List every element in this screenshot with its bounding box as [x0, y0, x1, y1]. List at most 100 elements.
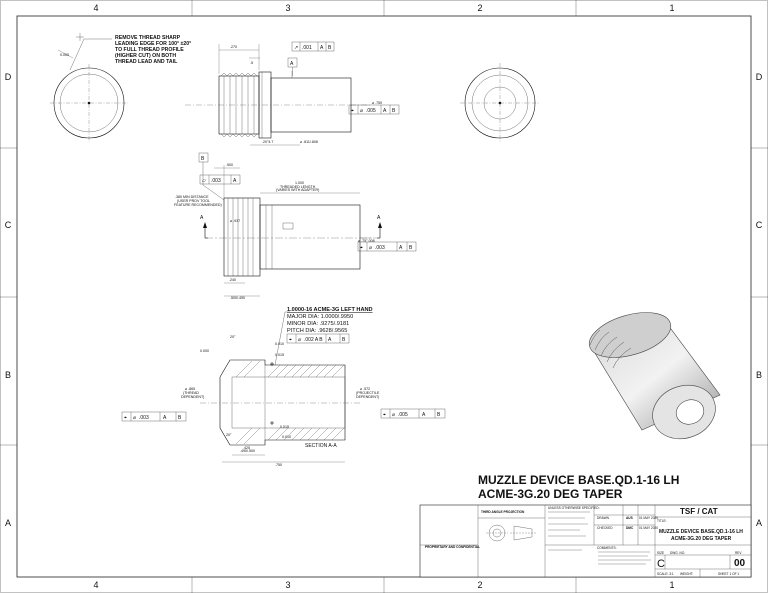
- flatness-datum: A: [233, 178, 237, 184]
- position-frame-top: ⌖ ⌀: [348, 104, 400, 115]
- runout-tolerance: .001: [302, 45, 312, 51]
- position-top-datum-a: A: [383, 108, 387, 114]
- title-block-projection: THIRD ANGLE PROJECTION: [481, 510, 525, 514]
- svg-text:▱: ▱: [202, 178, 206, 184]
- thread-note-line-2: LEADING EDGE FOR 100° ±20°: [115, 41, 191, 47]
- zone-label-right-a: A: [756, 518, 762, 528]
- zone-label-top-1: 1: [669, 3, 674, 13]
- svg-text:↗: ↗: [294, 45, 298, 51]
- svg-text:⌖: ⌖: [289, 337, 292, 343]
- position-middle-tolerance: .003: [375, 245, 385, 251]
- svg-text:.500: .500: [226, 163, 233, 167]
- zone-label-bottom-1: 1: [669, 580, 674, 590]
- section-view: .750 .490/.500 .425 ⌀ .865 (THREAD DEPEN…: [181, 311, 380, 467]
- title-block-unless: UNLESS OTHERWISE SPECIFIED:: [548, 506, 600, 510]
- position-section-left-datum-b: B: [178, 415, 182, 421]
- thread-note-line-5: THREAD LEAD AND TAIL: [115, 59, 178, 65]
- svg-text:⌀ .75°.008: ⌀ .75°.008: [358, 239, 375, 243]
- flatness-tolerance: .003: [211, 178, 221, 184]
- title-block-size: C: [657, 558, 665, 570]
- svg-text:⌀: ⌀: [392, 412, 395, 418]
- svg-text:.240: .240: [229, 278, 236, 282]
- title-block-dwg-label: DWG. NO.: [670, 551, 685, 555]
- svg-text:.500/.490: .500/.490: [230, 296, 245, 300]
- zone-label-left-c: C: [5, 220, 12, 230]
- thread-callout-line-3: MINOR DIA: .9275/.9181: [287, 321, 349, 327]
- svg-text:.490/.500: .490/.500: [240, 449, 255, 453]
- datum-b-tag: B: [201, 156, 205, 162]
- title-block-rev-label: REV: [735, 551, 742, 555]
- svg-text:⌀ .811/.808: ⌀ .811/.808: [300, 140, 318, 144]
- svg-text:(THREAD: (THREAD: [183, 391, 199, 395]
- zone-label-bottom-3: 3: [285, 580, 290, 590]
- side-view-top: .270 .5 .20°4.7 ⌀ .811/.808 ⌀ .750: [185, 44, 382, 146]
- zone-label-right-b: B: [756, 370, 762, 380]
- title-block-scale: SCALE: 3:1: [657, 572, 674, 576]
- title-block-sheet: SHEET 1 OF 1: [718, 572, 739, 576]
- position-frame-section-left: ⌖ ⌀: [121, 411, 187, 422]
- section-hatch-top: [235, 360, 345, 378]
- svg-text:DEPENDENT): DEPENDENT): [356, 395, 379, 399]
- svg-text:⌀ .937: ⌀ .937: [230, 219, 240, 223]
- svg-text:⌀ .572: ⌀ .572: [360, 387, 370, 391]
- title-block-date-checked: 01 MAY 2020: [639, 526, 658, 530]
- svg-text:⌀: ⌀: [133, 415, 136, 421]
- svg-text:⌀: ⌀: [298, 337, 301, 343]
- title-block-date-drawn: 01 MAY 2020: [639, 516, 658, 520]
- side-view-middle: .500 1.000 THREADED LENGTH (VARIES WITH …: [174, 162, 382, 300]
- end-view-right: [460, 63, 540, 143]
- svg-text:.750: .750: [275, 463, 282, 467]
- position-section-right-datum-b: B: [437, 412, 441, 418]
- position-top-tolerance: .005: [366, 108, 376, 114]
- datum-a-tag: A: [290, 61, 294, 67]
- svg-text:.425: .425: [243, 446, 250, 450]
- svg-text:THREADED LENGTH: THREADED LENGTH: [280, 185, 316, 189]
- section-label: SECTION A-A: [305, 443, 337, 449]
- svg-text:(USER PROV TOOL: (USER PROV TOOL: [177, 199, 210, 203]
- thread-note-line-4: (HIGHER CUT) ON BOTH: [115, 53, 176, 59]
- title-block-title-label: TITLE:: [657, 519, 667, 523]
- svg-text:0.010: 0.010: [275, 342, 284, 346]
- zone-label-left-b: B: [5, 370, 11, 380]
- title-block-comments: COMMENTS:: [597, 546, 617, 550]
- svg-text:20°: 20°: [226, 433, 232, 437]
- svg-text:0.015: 0.015: [275, 353, 284, 357]
- svg-text:20°: 20°: [230, 335, 236, 339]
- thread-note-line-1: REMOVE THREAD SHARP: [115, 35, 181, 41]
- svg-text:⌖: ⌖: [351, 108, 354, 114]
- runout-frame: ↗: [291, 41, 335, 52]
- position-thread-tolerance: .002 A B: [304, 337, 323, 343]
- zone-label-bottom-2: 2: [477, 580, 482, 590]
- svg-text:⌖: ⌖: [383, 412, 386, 418]
- svg-text:1.000: 1.000: [295, 181, 304, 185]
- position-frame-middle: ⌖ ⌀: [357, 241, 417, 252]
- svg-text:0.015: 0.015: [280, 425, 289, 429]
- drawing-title-line-2: ACME-3G.20 DEG TAPER: [478, 487, 623, 501]
- svg-text:⌀ .865: ⌀ .865: [185, 387, 195, 391]
- thread-callout-line-4: PITCH DIA: .9628/.9565: [287, 328, 347, 334]
- svg-text:⌖: ⌖: [124, 415, 127, 421]
- zone-label-right-d: D: [756, 72, 763, 82]
- svg-text:⌀: ⌀: [360, 108, 363, 114]
- zone-label-left-a: A: [5, 518, 11, 528]
- svg-text:.20°4.7: .20°4.7: [262, 140, 273, 144]
- title-block-checked-by: DMC: [626, 526, 634, 530]
- flatness-frame: ▱: [199, 174, 241, 185]
- svg-text:⌀: ⌀: [369, 245, 372, 251]
- thread-note-line-3: TO FULL THREAD PROFILE: [115, 47, 184, 53]
- zone-label-left-d: D: [5, 72, 12, 82]
- zone-label-bottom-4: 4: [93, 580, 98, 590]
- zone-label-top-4: 4: [93, 3, 98, 13]
- svg-text:(VARIES WITH ADAPTER): (VARIES WITH ADAPTER): [276, 188, 319, 192]
- title-block-title-line-1: MUZZLE DEVICE BASE.QD.1-16 LH: [659, 529, 743, 535]
- section-letter-left: A: [200, 215, 204, 221]
- svg-text:B: B: [342, 337, 346, 343]
- title-block-drawn-by: AUS: [626, 516, 633, 520]
- position-section-left-datum-a: A: [163, 415, 167, 421]
- title-block-proprietary: PROPRIETARY AND CONFIDENTIAL: [425, 545, 480, 549]
- position-middle-datum-b: B: [409, 245, 413, 251]
- position-section-right-datum-a: A: [422, 412, 426, 418]
- svg-text:⌖: ⌖: [360, 245, 363, 251]
